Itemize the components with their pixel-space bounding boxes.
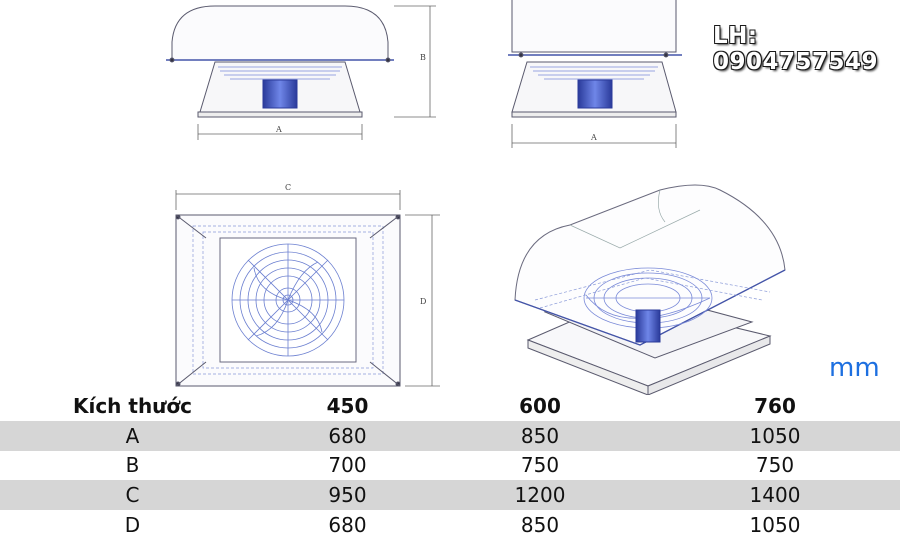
hotline-contact: LH: 0904757549 <box>713 23 879 75</box>
top-dim-c: C <box>285 183 291 192</box>
table-header-row: Kích thước 450 600 760 <box>0 391 900 421</box>
cell-value: 750 <box>755 453 795 478</box>
cell-value: 950 <box>265 480 430 511</box>
header-size-450: 450 <box>326 393 369 418</box>
cell-value: 680 <box>328 513 367 538</box>
header-size-label: Kích thước <box>72 393 193 418</box>
top-view: C D <box>175 183 440 387</box>
table-row: B 700 750 750 <box>0 451 900 481</box>
cell-value: 1200 <box>430 480 650 511</box>
cell-value: 850 <box>520 513 560 538</box>
row-label: C <box>0 480 265 511</box>
row-label: D <box>124 513 141 538</box>
table-row: D 680 850 1050 <box>0 510 900 540</box>
cell-value: 1400 <box>650 480 900 511</box>
side-view: A <box>508 0 682 148</box>
row-label: A <box>0 420 265 451</box>
table-row: C 950 1200 1400 <box>0 480 900 511</box>
cell-value: 700 <box>328 453 367 478</box>
table-row: A 680 850 1050 <box>0 420 900 451</box>
row-label: B <box>125 453 140 478</box>
cell-value: 1050 <box>749 513 801 538</box>
unit-label: mm <box>829 353 880 383</box>
front-dim-b: B <box>420 53 426 62</box>
header-size-760: 760 <box>754 393 796 418</box>
front-dim-a: A <box>275 125 282 134</box>
cell-value: 680 <box>265 420 430 451</box>
front-view: A B <box>166 5 436 140</box>
cell-value: 750 <box>520 453 560 478</box>
dimension-table: Kích thước 450 600 760 A 680 850 1050 B … <box>0 391 900 540</box>
top-dim-d: D <box>420 297 426 306</box>
cell-value: 850 <box>430 420 650 451</box>
header-size-600: 600 <box>519 393 561 418</box>
side-dim-a: A <box>590 133 597 142</box>
cell-value: 1050 <box>650 420 900 451</box>
technical-drawing: A B A <box>166 0 786 395</box>
isometric-view <box>514 184 786 395</box>
